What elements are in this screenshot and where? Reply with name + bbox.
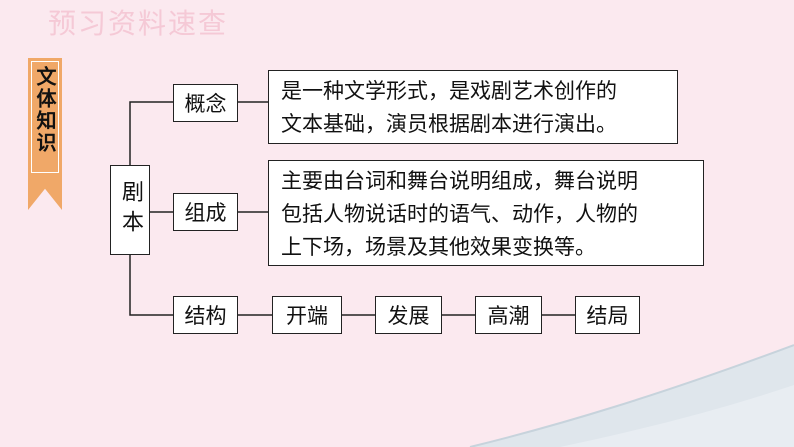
gainian-line: 文本基础，演员根据剧本进行演出。	[281, 112, 617, 136]
node-zucheng: 组成	[173, 193, 238, 231]
node-gainian: 概念	[173, 84, 238, 122]
topic-ribbon	[28, 58, 62, 210]
zucheng-line: 上下场，场景及其他效果变换等。	[281, 235, 596, 259]
ribbon-label: 文体知识	[33, 66, 57, 154]
zucheng-description: 主要由台词和舞台说明组成，舞台说明 包括人物说话时的语气、动作，人物的 上下场，…	[268, 160, 704, 266]
stage-jieju: 结局	[575, 296, 640, 334]
page-title: 预习资料速查	[48, 7, 229, 40]
zucheng-line: 包括人物说话时的语气、动作，人物的	[281, 202, 638, 226]
gainian-line: 是一种文学形式，是戏剧艺术创作的	[281, 79, 617, 103]
stage-gaochao: 高潮	[475, 296, 542, 334]
stage-kaiduan: 开端	[272, 296, 342, 334]
zucheng-line: 主要由台词和舞台说明组成，舞台说明	[281, 169, 638, 193]
gainian-description: 是一种文学形式，是戏剧艺术创作的 文本基础，演员根据剧本进行演出。	[268, 70, 678, 144]
root-node-juben: 剧本	[110, 165, 150, 255]
node-jiegou: 结构	[173, 296, 238, 334]
ribbon-frame	[31, 61, 59, 173]
stage-fazhan: 发展	[375, 296, 442, 334]
